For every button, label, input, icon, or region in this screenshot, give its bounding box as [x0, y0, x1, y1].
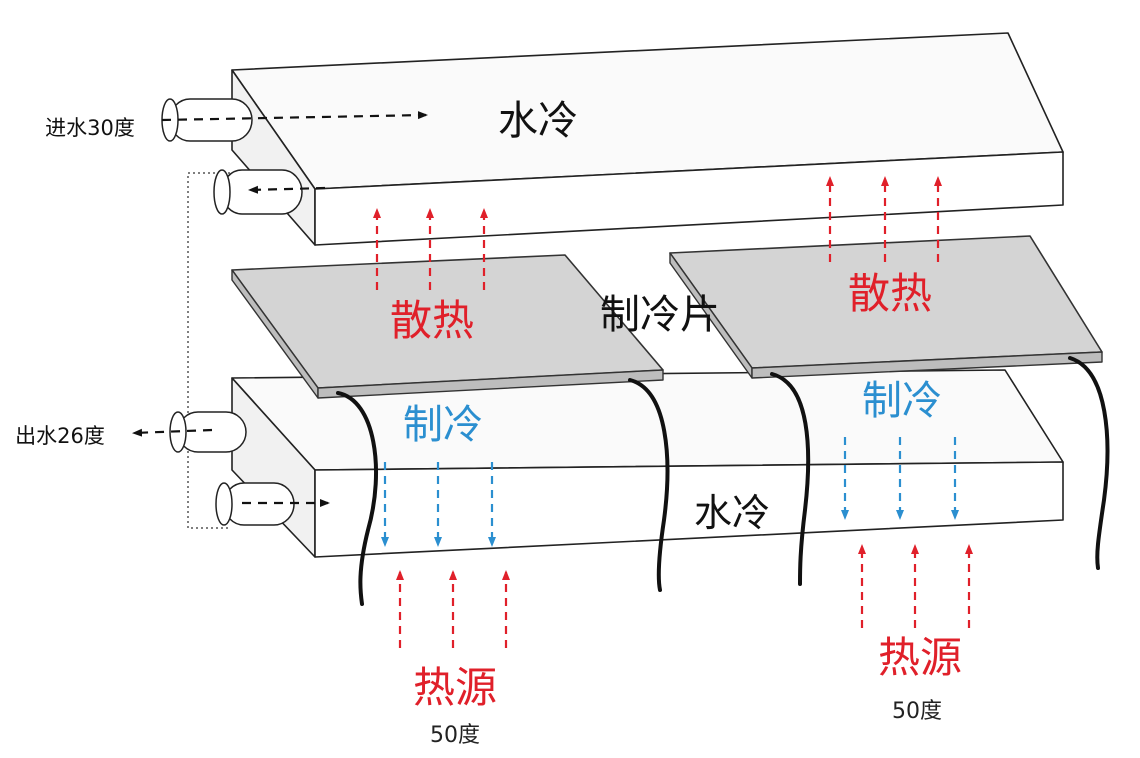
peltier-plate-right	[669, 235, 1103, 379]
inlet-flow-arrow	[161, 111, 428, 122]
heat-source-label-right: 热源	[878, 633, 962, 682]
heat-dissipation-label-left: 散热	[390, 296, 474, 345]
outlet-label: 出水26度	[15, 424, 105, 448]
heat-dissipation-label-right: 散热	[848, 269, 932, 318]
peltier-plate-left	[231, 254, 664, 399]
heat-source-temp-right: 50度	[892, 699, 942, 724]
wire-right-1	[770, 372, 811, 586]
wire-right-2	[1068, 356, 1110, 570]
wire-left-1	[336, 391, 378, 606]
peltier-label: 制冷片	[600, 292, 720, 338]
outlet-flow-arrow	[132, 428, 213, 437]
wire-left-2	[628, 378, 670, 592]
water-cool-top-label: 水冷	[498, 98, 578, 144]
top-water-block	[231, 32, 1064, 246]
dotted-connector	[187, 172, 230, 529]
inlet-label: 进水30度	[45, 116, 135, 140]
top-outlet-flow-arrow	[248, 185, 326, 194]
cooling-label-left: 制冷	[403, 402, 483, 448]
inlet-pipe	[161, 98, 253, 142]
heat-source-label-left: 热源	[413, 663, 497, 712]
outlet-pipe	[169, 411, 247, 453]
cooling-label-right: 制冷	[862, 378, 942, 424]
heat-source-temp-left: 50度	[430, 723, 480, 748]
water-cool-bottom-label: 水冷	[694, 491, 770, 535]
bottom-water-block	[231, 369, 1064, 558]
top-outlet-pipe	[213, 169, 303, 215]
